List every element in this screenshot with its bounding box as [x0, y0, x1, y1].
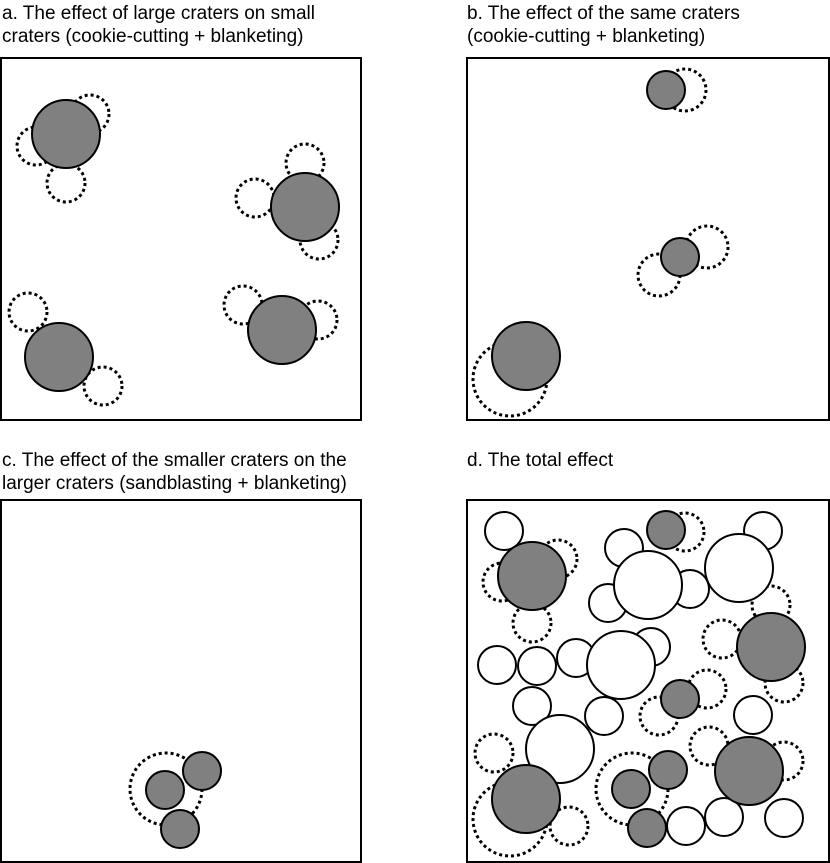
panel-a-frame: [0, 57, 362, 421]
fresh-crater: [704, 797, 744, 837]
small-crater: [160, 809, 200, 849]
fresh-crater: [586, 630, 656, 700]
panel-a-caption: a. The effect of large craters on small …: [2, 3, 315, 47]
fresh-crater: [613, 550, 683, 620]
fresh-crater: [733, 695, 773, 735]
erased-crater: [473, 732, 515, 774]
crater: [646, 70, 686, 110]
panel-c-diagram: [0, 499, 362, 863]
crater: [646, 510, 686, 550]
fresh-crater: [477, 645, 517, 685]
large-crater: [491, 321, 561, 391]
crater: [660, 679, 700, 719]
large-crater: [491, 764, 561, 834]
erased-crater: [684, 224, 730, 270]
panel-b-diagram: [466, 57, 830, 421]
crater: [660, 237, 700, 277]
erased-crater: [7, 291, 49, 333]
panel-a-diagram: [0, 57, 362, 421]
large-crater: [31, 99, 101, 169]
small-crater: [145, 770, 185, 810]
large-crater: [247, 295, 317, 365]
large-crater: [24, 322, 94, 392]
panel-c-frame: [0, 499, 362, 863]
erased-crater: [69, 93, 111, 135]
large-crater: [736, 612, 806, 682]
erased-crater: [750, 584, 792, 626]
fresh-crater: [517, 646, 557, 686]
fresh-crater: [584, 696, 624, 736]
fresh-crater: [484, 511, 524, 551]
erased-crater: [298, 219, 340, 261]
erased-crater: [284, 142, 326, 184]
erased-crater: [763, 740, 805, 782]
crater: [648, 750, 688, 790]
panel-b-caption: b. The effect of the same craters (cooki…: [467, 3, 740, 47]
fresh-crater: [666, 806, 706, 846]
erased-crater: [537, 538, 579, 580]
fresh-crater: [525, 714, 595, 784]
panel-d-caption: d. The total effect: [467, 450, 614, 471]
erased-crater: [662, 67, 708, 113]
crater: [627, 808, 667, 848]
large-crater: [270, 172, 340, 242]
erased-crater: [82, 365, 124, 407]
erased-crater: [686, 668, 728, 710]
erased-crater: [511, 602, 553, 644]
fresh-crater: [764, 798, 804, 838]
fresh-crater: [512, 686, 552, 726]
large-crater: [714, 736, 784, 806]
panel-d-frame: [466, 499, 830, 863]
large-crater: [497, 541, 567, 611]
erased-crater: [548, 805, 590, 847]
erased-crater: [664, 511, 706, 553]
panel-b-frame: [466, 57, 830, 421]
crater: [611, 769, 651, 809]
panel-c-caption: c. The effect of the smaller craters on …: [2, 450, 347, 494]
erased-crater: [763, 662, 805, 704]
erased-crater: [701, 618, 743, 660]
panel-d-diagram: [466, 499, 830, 863]
small-crater: [182, 751, 222, 791]
erased-crater: [297, 299, 339, 341]
erased-crater: [234, 177, 276, 219]
fresh-crater: [704, 533, 774, 603]
erased-crater: [45, 162, 87, 204]
